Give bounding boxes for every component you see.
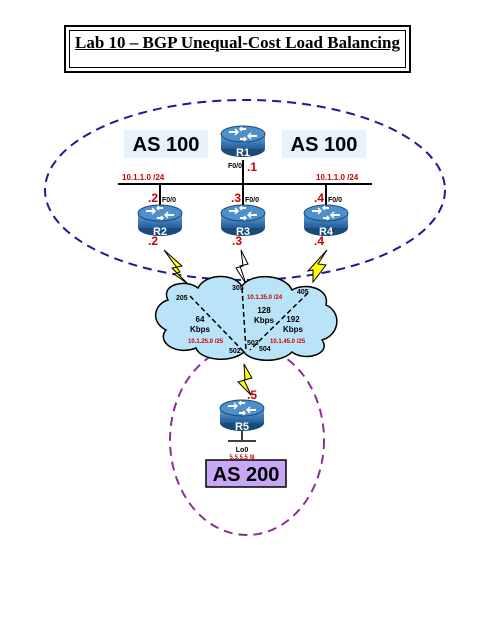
r2-link-speed: 64 <box>196 315 205 324</box>
r5-wan-host: .5 <box>247 388 257 402</box>
serial-link-r5 <box>237 363 253 396</box>
dlci-305: 305 <box>232 285 244 292</box>
router-r2-label: R2 <box>153 226 167 238</box>
r5-loopback: Lo0 <box>236 447 249 454</box>
subnet-r4-r5: 10.1.45.0 /25 <box>270 339 306 345</box>
r2-wan-host: .2 <box>148 234 158 248</box>
dlci-502: 502 <box>229 348 241 355</box>
as100-right-box <box>282 130 366 158</box>
r2-link-unit: Kbps <box>190 325 211 334</box>
r4-link-speed: 192 <box>286 315 300 324</box>
r3-lan-iface: F0/0 <box>245 197 259 204</box>
router-r4-label: R4 <box>319 226 334 238</box>
as100-left-label: AS 100 <box>133 134 200 156</box>
r3-wan-host: .3 <box>232 234 242 248</box>
serial-link-r3 <box>235 249 249 285</box>
subnet-r2-r5: 10.1.25.0 /25 <box>188 339 224 345</box>
r4-lan-iface: F0/0 <box>328 197 342 204</box>
r3-link-speed: 128 <box>257 306 271 315</box>
r5-loopback-net: 5.5.5.5 /8 <box>229 455 255 461</box>
dlci-503: 503 <box>247 340 259 347</box>
subnet-r3-r5: 10.1.35.0 /24 <box>247 295 283 301</box>
r2-lan-iface: F0/0 <box>162 197 176 204</box>
lan-subnet-right: 10.1.1.0 /24 <box>316 173 359 182</box>
router-r5-label: R5 <box>235 421 249 433</box>
r1-interface: F0/0 <box>228 163 242 170</box>
router-r3-label: R3 <box>236 226 250 238</box>
r3-link-unit: Kbps <box>254 316 275 325</box>
serial-link-r2 <box>163 249 189 285</box>
r4-link-unit: Kbps <box>283 325 304 334</box>
dlci-504: 504 <box>259 346 271 353</box>
title-box: Lab 10 – BGP Unequal-Cost Load Balancing <box>64 25 411 73</box>
serial-link-r4 <box>306 249 328 284</box>
r2-lan-host: .2 <box>148 191 158 205</box>
dlci-205: 205 <box>176 295 188 302</box>
r1-host: .1 <box>247 160 257 174</box>
as100-left-box <box>124 130 208 158</box>
dlci-405: 405 <box>297 289 309 296</box>
as200-label: AS 200 <box>213 464 280 486</box>
frame-relay-cloud <box>155 275 338 361</box>
as100-boundary <box>44 99 446 281</box>
r4-lan-host: .4 <box>314 191 324 205</box>
r3-lan-host: .3 <box>231 191 241 205</box>
router-r1-label: R1 <box>236 147 250 159</box>
as200-box <box>205 459 287 488</box>
r4-wan-host: .4 <box>314 234 324 248</box>
lan-subnet-left: 10.1.1.0 /24 <box>122 173 165 182</box>
as100-right-label: AS 100 <box>291 134 358 156</box>
